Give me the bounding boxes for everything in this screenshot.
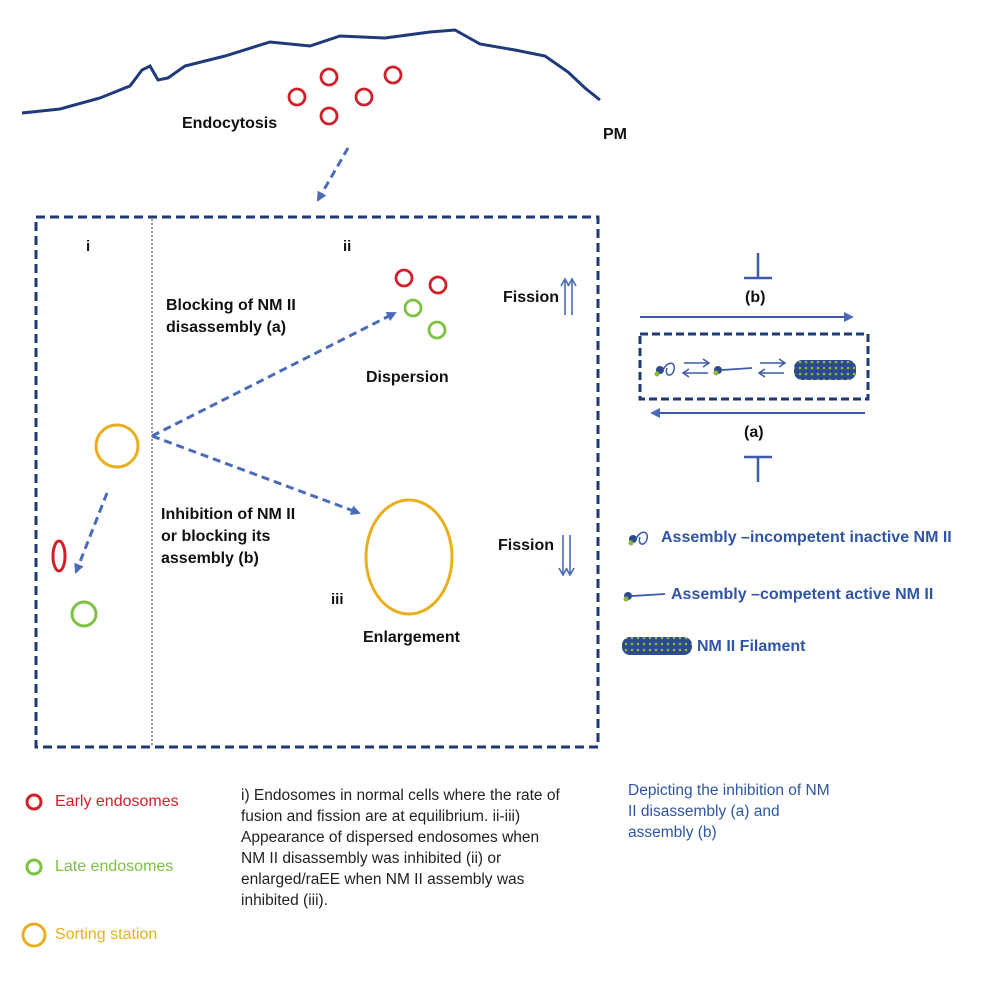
dispersion-label: Dispersion [366, 369, 449, 386]
early-endosome-icon [428, 275, 448, 295]
early-endosome-icon [319, 67, 339, 87]
legend-late-endosome-icon [25, 858, 43, 876]
fission-up-label: Fission [503, 289, 560, 306]
description-line: fusion and fission are at equilibrium. i… [241, 808, 521, 825]
legend-active-nm-ii-icon [623, 592, 666, 602]
panel-i-label: i [86, 238, 91, 255]
plasma-membrane [21, 28, 601, 115]
early-endosome-icon [354, 87, 374, 107]
legend-inactive-nm-ii-label: Assembly –incompetent inactive NM II [661, 529, 952, 546]
early-endosome-icon [319, 106, 339, 126]
endocytosis-vesicles [287, 65, 403, 126]
depicting-line: Depicting the inhibition of NM [628, 782, 830, 799]
sorting-to-endosomes-arrow [74, 492, 109, 574]
depicting-line: II disassembly (a) and [628, 803, 780, 820]
depicting-paragraph: Depicting the inhibition of NM II disass… [628, 780, 830, 843]
blocking-label-line1: Blocking of NM II [166, 297, 296, 314]
early-endosome-icon [287, 87, 307, 107]
enlarged-sorting-station-icon [364, 498, 454, 616]
endocytosis-label: Endocytosis [182, 115, 278, 132]
pm-label: PM [603, 126, 627, 143]
fission-down-label: Fission [498, 537, 555, 554]
dispersed-endosomes [394, 268, 448, 340]
legend-filament-label: NM II Filament [697, 638, 806, 655]
legend-early-endosomes-label: Early endosomes [55, 793, 179, 810]
late-endosome-icon [427, 320, 447, 340]
a-label: (a) [744, 424, 764, 441]
description-line: i) Endosomes in normal cells where the r… [241, 787, 560, 804]
inhibition-label-line3: assembly (b) [161, 550, 259, 567]
inhibition-label-line1: Inhibition of NM II [161, 506, 296, 523]
late-endosome-icon [70, 600, 98, 628]
description-paragraph: i) Endosomes in normal cells where the r… [241, 785, 560, 911]
equilibrium-arrows-icon [757, 358, 787, 378]
legend-late-endosomes-label: Late endosomes [55, 858, 174, 875]
fission-down-arrows-icon [558, 535, 575, 577]
inhibition-bar-a-icon [744, 455, 772, 482]
description-line: NM II disassembly was inhibited (ii) or [241, 850, 502, 867]
legend-sorting-station-label: Sorting station [55, 926, 158, 943]
panel-ii-label: ii [343, 238, 352, 255]
early-endosome-icon [383, 65, 403, 85]
arrow-to-enlargement [151, 434, 361, 515]
late-endosome-icon [403, 298, 423, 318]
b-label: (b) [745, 289, 766, 306]
legend-inactive-nm-ii-icon [628, 531, 649, 546]
description-line: Appearance of dispersed endosomes when [241, 829, 540, 846]
main-panel-frame [34, 215, 600, 749]
inhibition-bar-b-icon [744, 253, 772, 280]
inactive-nm-ii-icon [654, 362, 676, 377]
panel-iii-label: iii [331, 591, 344, 608]
early-endosome-icon [51, 539, 67, 573]
active-nm-ii-icon [713, 366, 753, 376]
early-endosome-icon [394, 268, 414, 288]
inhibition-label-line2: or blocking its [161, 528, 271, 545]
legend-active-nm-ii-label: Assembly –competent active NM II [671, 586, 934, 603]
nm-ii-filament-icon [794, 360, 856, 380]
arrow-to-dispersion [151, 311, 397, 438]
endocytosis-arrow [316, 147, 350, 202]
legend-filament-icon [622, 637, 692, 655]
blocking-label-line2: disassembly (a) [166, 319, 287, 336]
sorting-station-icon [94, 423, 140, 469]
fission-up-arrows-icon [560, 277, 577, 315]
legend-early-endosome-icon [25, 793, 43, 811]
equilibrium-arrows-icon [681, 358, 711, 378]
enlargement-label: Enlargement [363, 629, 460, 646]
depicting-line: assembly (b) [628, 824, 717, 841]
nm-ii-states-frame [638, 332, 870, 401]
description-line: enlarged/raEE when NM II assembly was [241, 871, 525, 888]
description-line: inhibited (iii). [241, 892, 329, 909]
legend-sorting-station-icon [21, 922, 47, 948]
